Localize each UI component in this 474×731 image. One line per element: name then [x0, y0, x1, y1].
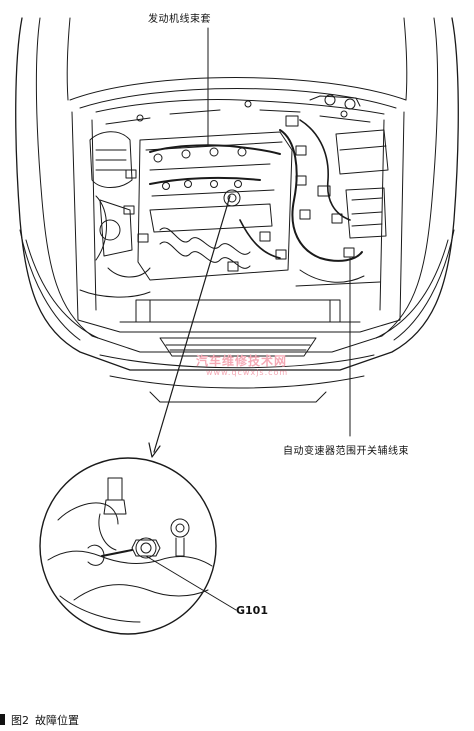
ground-point-label: G101	[236, 604, 268, 617]
engine-bay-frame	[71, 111, 405, 333]
caption-number: 图2	[11, 714, 29, 727]
left-components	[79, 131, 151, 298]
front-grille	[159, 337, 317, 357]
right-components	[295, 94, 389, 287]
engine-block	[137, 131, 293, 281]
figure-caption: 图2 故障位置	[0, 712, 79, 728]
watermark-url: www.qcwxjs.com	[206, 368, 289, 377]
right-harness	[227, 115, 363, 272]
car-body-outline	[15, 17, 459, 403]
leader-lines	[148, 27, 351, 458]
caption-title: 故障位置	[35, 714, 79, 727]
watermark-text: 汽车维修技术网	[196, 354, 288, 368]
engine-harness-connectors	[123, 144, 281, 243]
firewall-details	[95, 99, 385, 125]
engine-harness-label: 发动机线束套	[148, 14, 211, 25]
caption-marker	[0, 714, 5, 725]
atf-sub-harness-label: 自动变速器范围开关辅线束	[283, 446, 409, 457]
detail-view	[39, 457, 237, 635]
